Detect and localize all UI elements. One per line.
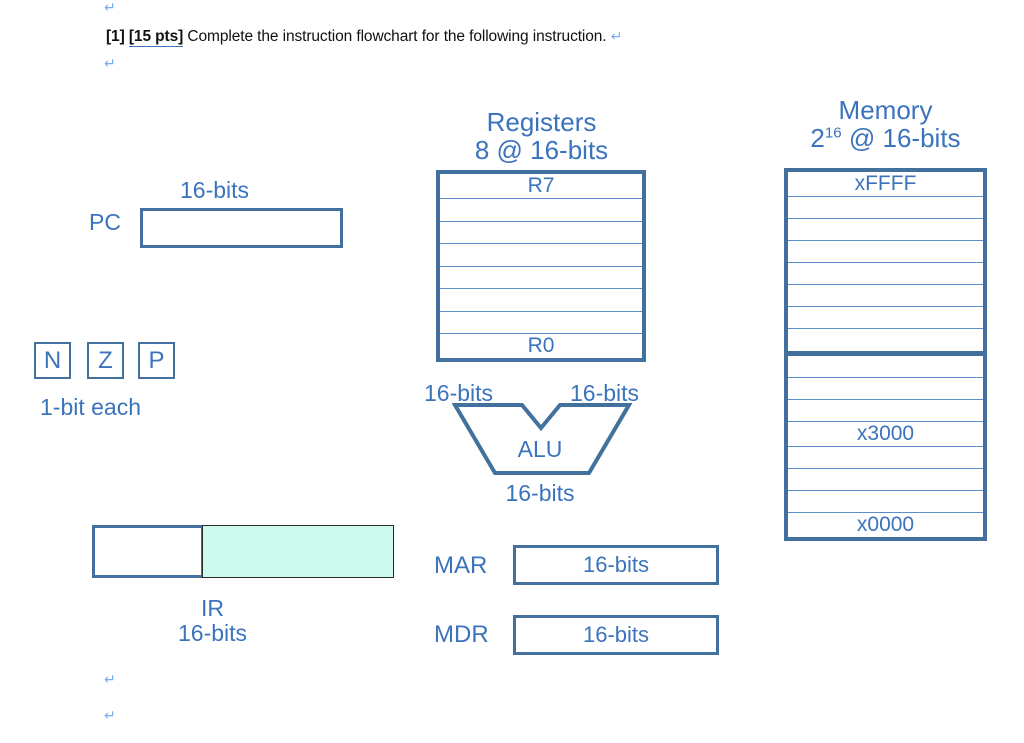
alu-shape [452, 403, 632, 475]
question-points: [15 pts] [128, 28, 184, 47]
registers-title: Registers [486, 107, 597, 137]
memory-row[interactable] [788, 263, 983, 286]
memory-row[interactable]: x0000 [856, 513, 915, 537]
register-row[interactable] [440, 267, 642, 289]
paragraph-mark-bottom-1: ↵ [104, 672, 116, 688]
mdr-register-box[interactable]: 16-bits [513, 615, 719, 655]
ir-register [92, 525, 394, 578]
ir-label: IR [201, 595, 225, 621]
memory-row[interactable] [788, 469, 983, 491]
memory-row[interactable] [788, 285, 983, 308]
register-row[interactable]: R0 [527, 334, 555, 357]
memory-row[interactable] [788, 491, 983, 514]
memory-row[interactable] [788, 241, 983, 264]
memory-row[interactable] [788, 356, 983, 378]
memory-row[interactable] [788, 447, 983, 469]
alu-label: ALU [517, 436, 563, 462]
paragraph-mark-bottom-2: ↵ [104, 708, 116, 724]
condition-codes-caption: 1-bit each [40, 394, 142, 420]
memory-title: Memory [838, 95, 933, 125]
pc-label: PC [89, 209, 121, 235]
alu-trapezoid [452, 403, 632, 475]
mar-label: MAR [434, 552, 488, 579]
paragraph-mark-top: ↵ [104, 0, 116, 16]
paragraph-mark-after-header: ↵ [104, 56, 116, 72]
register-row[interactable] [440, 312, 642, 334]
memory-row[interactable] [788, 219, 983, 242]
memory-title-block: Memory 216 @ 16-bits [784, 96, 987, 152]
ir-caption: IR 16-bits [178, 596, 247, 646]
register-row[interactable] [440, 244, 642, 267]
question-prompt: Complete the instruction flowchart for t… [187, 28, 607, 45]
ir-width-label: 16-bits [178, 619, 248, 646]
memory-subtitle: 216 @ 16-bits [784, 124, 987, 152]
memory-subtitle-rest: @ 16-bits [841, 123, 961, 154]
alu-output-label: 16-bits [505, 480, 575, 506]
registers-title-block: Registers 8 @ 16-bits [434, 108, 649, 164]
register-row[interactable]: R7 [440, 174, 642, 199]
ir-left-field[interactable] [92, 525, 204, 578]
memory-subtitle-exponent: 16 [824, 124, 842, 142]
memory-row[interactable] [788, 378, 983, 400]
pc-register-box[interactable] [140, 208, 343, 248]
alu-input-right-label: 16-bits [570, 380, 640, 406]
register-row[interactable] [440, 222, 642, 244]
question-number: [1] [106, 28, 125, 45]
mdr-label: MDR [434, 621, 489, 648]
question-header: [1] [15 pts] Complete the instruction fl… [106, 28, 623, 47]
register-row[interactable] [440, 289, 642, 312]
register-file: R7 R0 [436, 170, 646, 362]
memory-row[interactable]: x3000 [788, 422, 983, 447]
memory-row[interactable] [788, 400, 983, 422]
memory-row[interactable] [788, 197, 983, 220]
alu-input-left-label: 16-bits [424, 380, 494, 406]
condition-code-p[interactable]: P [138, 342, 175, 379]
memory-file: xFFFF x3000 x0000 [784, 168, 987, 541]
register-row[interactable] [440, 199, 642, 222]
condition-code-n[interactable]: N [34, 342, 71, 379]
mar-register-box[interactable]: 16-bits [513, 545, 719, 585]
memory-row[interactable]: xFFFF [788, 172, 983, 197]
pc-width-label: 16-bits [180, 177, 250, 203]
ir-highlighted-field[interactable] [202, 525, 394, 578]
memory-subtitle-base: 2 [810, 123, 825, 154]
registers-subtitle: 8 @ 16-bits [474, 135, 609, 166]
memory-row[interactable] [788, 307, 983, 330]
condition-code-z[interactable]: Z [87, 342, 124, 379]
memory-row[interactable] [788, 329, 983, 356]
paragraph-mark-header: ↵ [610, 29, 623, 45]
